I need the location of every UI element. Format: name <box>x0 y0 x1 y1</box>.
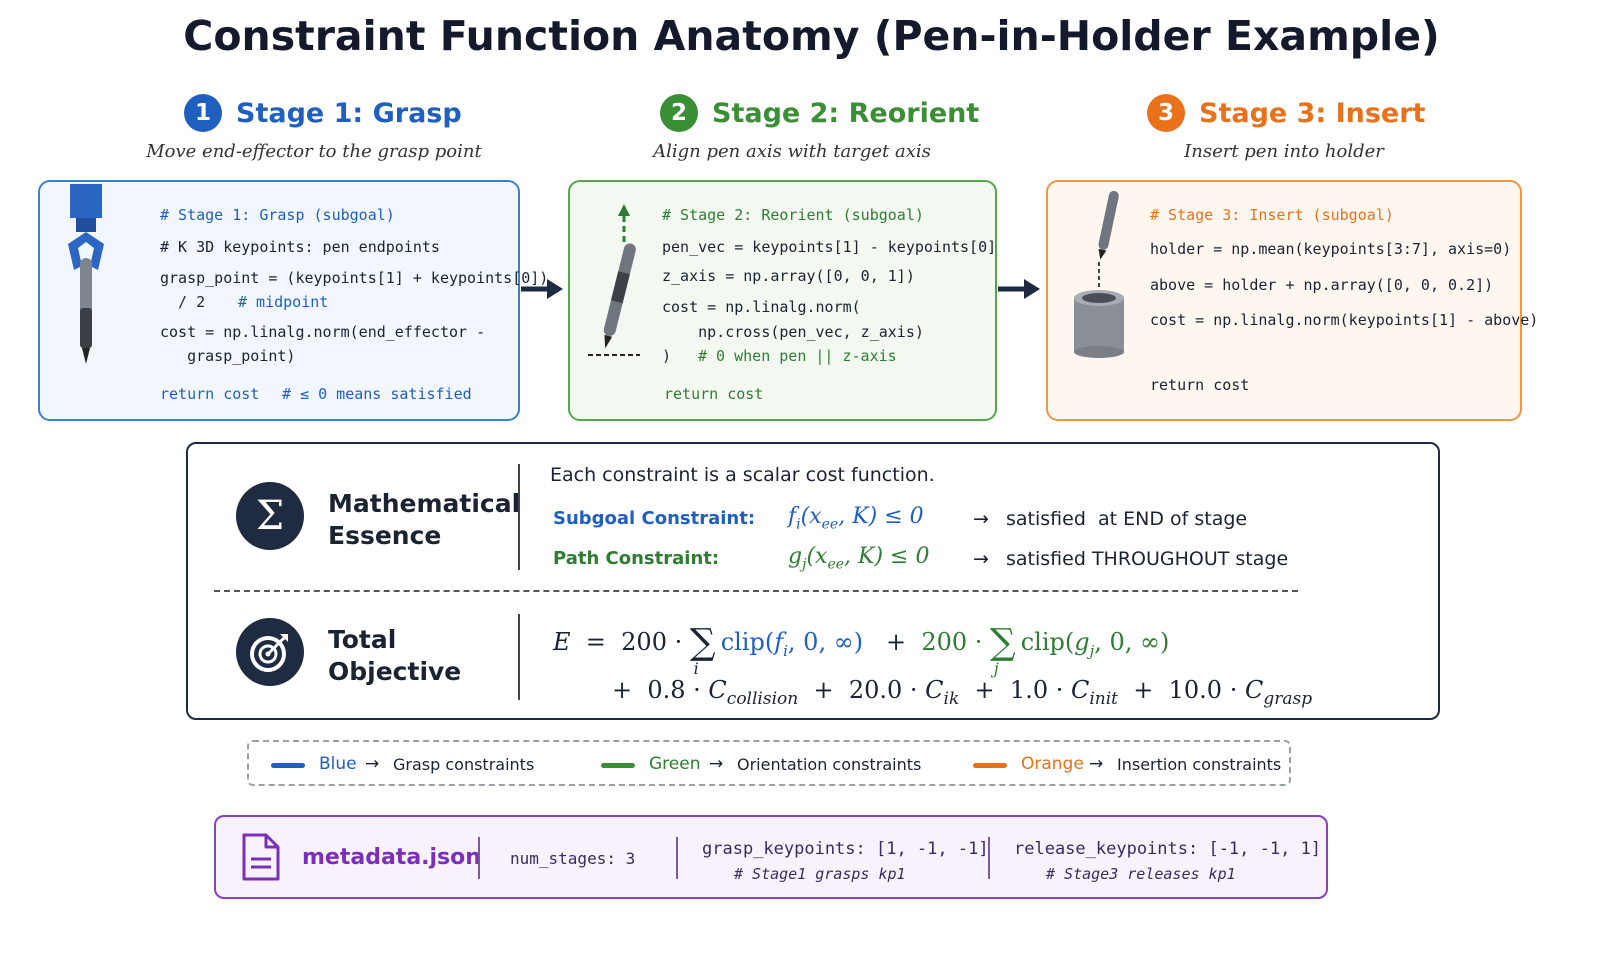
metadata-filename: metadata.json <box>302 845 481 870</box>
subgoal-arrow: → <box>973 508 989 530</box>
stage-1-title: Stage 1: Grasp <box>236 97 462 129</box>
code-line: z_axis = np.array([0, 0, 1]) <box>662 267 915 285</box>
stage-3-number: 3 <box>1147 94 1185 132</box>
legend-desc-blue: Grasp constraints <box>393 755 535 774</box>
objective-label: Total Objective <box>328 625 462 686</box>
legend-swatch-blue <box>271 763 305 768</box>
path-arrow: → <box>973 548 989 570</box>
code-line: above = holder + np.array([0, 0, 0.2]) <box>1150 276 1494 294</box>
code-line: cost = np.linalg.norm(end_effector - <box>160 323 486 341</box>
code-line: return cost <box>1150 376 1250 394</box>
legend-name-blue: Blue <box>319 754 357 774</box>
metadata-box: metadata.json num_stages: 3 grasp_keypoi… <box>214 815 1328 899</box>
path-formula: gj(xee, K) ≤ 0 <box>788 544 930 573</box>
code-line: # Stage 2: Reorient (subgoal) <box>662 206 924 224</box>
code-line: return cost <box>160 385 260 403</box>
legend-desc-green: Orientation constraints <box>737 755 922 774</box>
path-label: Path Constraint: <box>553 548 720 569</box>
divider <box>478 837 480 879</box>
arrow-right-icon <box>998 279 1040 299</box>
code-comment: # midpoint <box>238 293 329 311</box>
legend-swatch-green <box>601 763 635 768</box>
metadata-release-comment: # Stage3 releases kp1 <box>1046 865 1236 883</box>
code-comment: # 0 when pen || z-axis <box>698 347 897 365</box>
metadata-num-stages: num_stages: 3 <box>510 849 636 868</box>
file-icon <box>242 833 280 881</box>
stage-1-subtitle: Move end-effector to the grasp point <box>146 141 482 162</box>
divider <box>676 837 678 879</box>
code-line: np.cross(pen_vec, z_axis) <box>662 323 924 341</box>
stage-1-number: 1 <box>184 94 222 132</box>
code-line: return cost <box>664 385 764 403</box>
code-comment: # ≤ 0 means satisfied <box>282 385 472 403</box>
code-line: cost = np.linalg.norm( <box>662 298 861 316</box>
subgoal-label: Subgoal Constraint: <box>553 508 756 529</box>
stage-2-header: 2 Stage 2: Reorient <box>660 94 979 132</box>
legend-arrow: → <box>709 754 724 774</box>
code-line: grasp_point) <box>160 347 296 365</box>
target-icon <box>236 618 304 686</box>
stage-1-header: 1 Stage 1: Grasp <box>184 94 462 132</box>
objective-equation-line1: E = 200 · ∑iclip(fi, 0, ∞) + 200 · ∑jcli… <box>553 622 1170 678</box>
legend-name-green: Green <box>649 754 701 774</box>
math-summary-box: Σ Mathematical Essence Each constraint i… <box>186 442 1440 720</box>
code-line: # Stage 1: Grasp (subgoal) <box>160 206 395 224</box>
code-line: cost = np.linalg.norm(keypoints[1] - abo… <box>1150 311 1539 329</box>
legend-arrow: → <box>365 754 380 774</box>
code-line: holder = np.mean(keypoints[3:7], axis=0) <box>1150 240 1512 258</box>
stage-2-card: # Stage 2: Reorient (subgoal) pen_vec = … <box>568 180 997 421</box>
arrow-right-icon <box>521 279 563 299</box>
code-line: # K 3D keypoints: pen endpoints <box>160 238 440 256</box>
dashed-divider <box>214 590 1298 592</box>
color-legend: Blue → Grasp constraints Green → Orienta… <box>247 740 1291 786</box>
sigma-icon: Σ <box>236 482 304 550</box>
stage-1-card: # Stage 1: Grasp (subgoal) # K 3D keypoi… <box>38 180 548 421</box>
stage-2-subtitle: Align pen axis with target axis <box>653 141 931 162</box>
stage-3-title: Stage 3: Insert <box>1199 97 1426 129</box>
pen-holder-icon <box>1074 190 1124 358</box>
code-line: ) <box>662 347 672 365</box>
pen-vertical-icon <box>588 204 640 356</box>
subgoal-desc: satisfied at END of stage <box>1006 508 1248 530</box>
code-line: pen_vec = keypoints[1] - keypoints[0] <box>662 238 997 256</box>
stage-3-card: # Stage 3: Insert (subgoal) holder = np.… <box>1046 180 1538 421</box>
objective-equation-line2: + 0.8 · Ccollision + 20.0 · Cik + 1.0 · … <box>612 676 1313 709</box>
essence-label: Mathematical Essence <box>328 489 521 550</box>
stage-2-title: Stage 2: Reorient <box>712 97 980 129</box>
legend-name-orange: Orange <box>1021 754 1084 774</box>
code-line: grasp_point = (keypoints[1] + keypoints[… <box>160 269 549 287</box>
page-title: Constraint Function Anatomy (Pen-in-Hold… <box>183 12 1440 60</box>
stage-3-header: 3 Stage 3: Insert <box>1147 94 1425 132</box>
gripper-pen-icon <box>68 184 104 364</box>
legend-swatch-orange <box>973 763 1007 768</box>
legend-arrow: → <box>1089 754 1104 774</box>
stage-3-subtitle: Insert pen into holder <box>1184 141 1384 162</box>
divider <box>518 614 520 700</box>
subgoal-formula: fi(xee, K) ≤ 0 <box>788 504 924 533</box>
path-desc: satisfied THROUGHOUT stage <box>1006 548 1289 570</box>
divider <box>988 837 990 879</box>
code-line: / 2 <box>160 293 206 311</box>
metadata-grasp-keypoints: grasp_keypoints: [1, -1, -1] <box>702 839 989 859</box>
legend-desc-orange: Insertion constraints <box>1117 755 1282 774</box>
metadata-release-keypoints: release_keypoints: [-1, -1, 1] <box>1014 839 1322 859</box>
essence-intro: Each constraint is a scalar cost functio… <box>550 464 935 486</box>
metadata-grasp-comment: # Stage1 grasps kp1 <box>734 865 906 883</box>
divider <box>518 464 520 570</box>
code-line: # Stage 3: Insert (subgoal) <box>1150 206 1394 224</box>
stage-2-number: 2 <box>660 94 698 132</box>
